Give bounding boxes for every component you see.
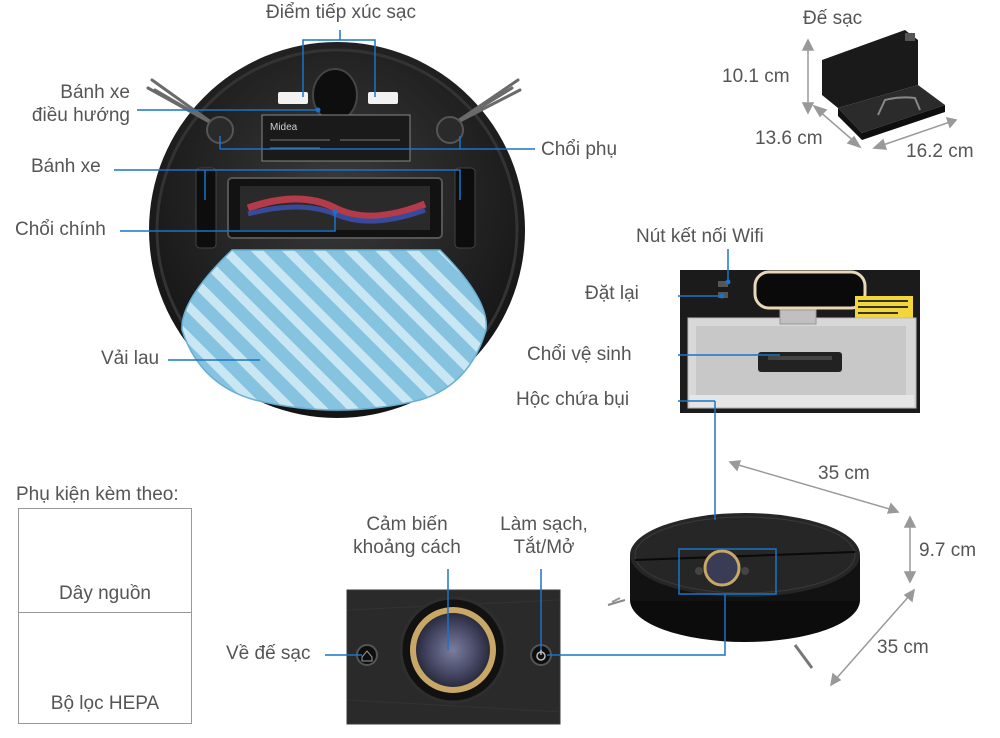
robot-top — [607, 513, 860, 669]
lidar-dome — [416, 613, 490, 687]
accessories-title: Phụ kiện kèm theo: — [16, 484, 179, 505]
robot-top-lidar — [703, 549, 741, 587]
label-dock-width: 16.2 cm — [906, 141, 974, 162]
label-mop-cloth: Vải lau — [101, 348, 160, 369]
label-power-cord: Dây nguồn — [59, 583, 151, 604]
main-brush — [246, 195, 427, 220]
dust-bin-photo — [680, 270, 920, 413]
label-distance-sensor: Cảm biến khoảng cách — [335, 514, 479, 560]
label-dock: Đế sạc — [803, 8, 863, 29]
control-panel-photo — [346, 589, 561, 725]
label-nav-wheel-line2: điều hướng — [31, 104, 130, 126]
label-distance-sensor-line2: khoảng cách — [353, 536, 461, 558]
label-main-brush: Chổi chính — [15, 219, 106, 240]
wifi-button-shape — [718, 281, 728, 287]
label-cleaning-brush: Chổi vệ sinh — [527, 344, 632, 365]
label-dust-bin: Hộc chứa bụi — [516, 389, 630, 410]
label-distance-sensor-line1: Cảm biến — [366, 514, 448, 535]
robot-underside: Midea — [146, 42, 525, 418]
leader-dots — [315, 107, 731, 299]
label-reset: Đặt lại — [585, 283, 639, 304]
charging-contact-left — [278, 92, 308, 104]
label-robot-depth: 35 cm — [877, 637, 929, 658]
label-clean-power: Làm sạch, Tắt/Mở — [485, 514, 603, 560]
label-dock-height: 10.1 cm — [722, 66, 790, 87]
accessory-power-cord: Dây nguồn — [18, 508, 192, 613]
mop-cloth-shape — [181, 249, 488, 411]
nav-wheel-shape — [312, 68, 358, 122]
accessory-hepa-filter: Bộ lọc HEPA — [18, 612, 192, 724]
dust-bin-lid-ring — [753, 270, 867, 310]
leader-lines — [114, 30, 780, 656]
label-hepa-filter: Bộ lọc HEPA — [50, 693, 160, 714]
side-brush-hub-right — [436, 116, 464, 144]
robot-dimensions — [728, 460, 917, 687]
label-clean-power-line2: Tắt/Mở — [513, 536, 575, 558]
label-wifi-button: Nút kết nối Wifi — [636, 226, 764, 247]
label-return-dock: Về đế sạc — [226, 643, 311, 664]
sticker-brand: Midea — [270, 122, 298, 133]
label-robot-height: 9.7 cm — [919, 540, 977, 561]
charging-dock — [822, 30, 945, 140]
label-side-brush: Chổi phụ — [541, 139, 618, 160]
side-brush-left — [146, 78, 217, 127]
wheel-right — [454, 167, 476, 249]
label-wheel: Bánh xe — [31, 156, 101, 177]
sticker — [261, 114, 411, 162]
label-nav-wheel: Bánh xe điều hướng — [10, 82, 130, 128]
side-brush-right — [450, 78, 522, 127]
label-clean-power-line1: Làm sạch, — [500, 514, 588, 535]
label-robot-width: 35 cm — [818, 463, 870, 484]
dock-dimensions — [801, 38, 958, 150]
label-nav-wheel-line1: Bánh xe — [60, 82, 130, 103]
wheel-left — [195, 167, 217, 249]
charging-contact-right — [368, 92, 398, 104]
label-charging-contacts: Điểm tiếp xúc sạc — [266, 2, 416, 23]
highlight-box — [678, 548, 777, 595]
label-dock-depth: 13.6 cm — [755, 128, 823, 149]
